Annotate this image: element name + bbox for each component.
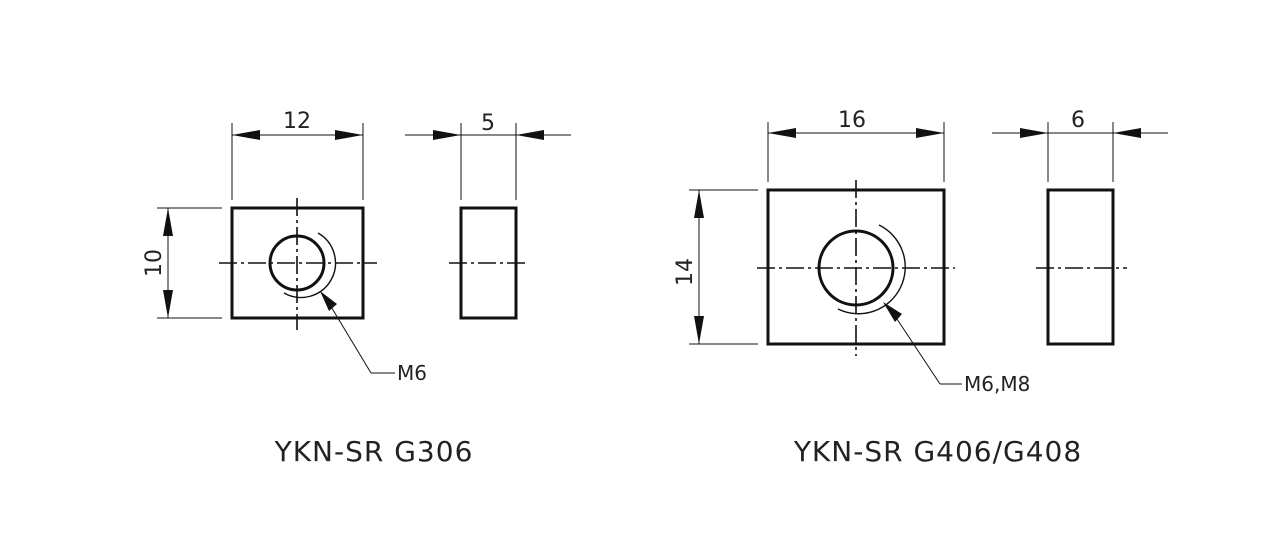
dim-height-label-g406: 14: [673, 258, 698, 286]
model-title-g306: YKN-SR G306: [274, 435, 474, 468]
thread-arc-g306: [283, 232, 337, 299]
dimension-thickness-g306: 5: [405, 111, 571, 200]
dimension-width-g306: 12: [231, 109, 364, 200]
dim-thickness-label-g406: 6: [1071, 108, 1085, 133]
dimension-thickness-g406: 6: [992, 108, 1168, 182]
dim-width-label-g406: 16: [838, 108, 866, 133]
hole-g306: [268, 234, 326, 292]
part-g406-g408: 16 6 14 M6,M8 YKN-SR G406/G408: [673, 108, 1168, 468]
dim-width-label-g306: 12: [283, 109, 311, 134]
dim-thickness-label-g306: 5: [481, 111, 495, 136]
side-view-g406: [1046, 188, 1115, 346]
dim-height-label-g306: 10: [142, 249, 167, 277]
dimension-height-g306: 10: [142, 207, 222, 319]
dimension-width-g406: 16: [767, 108, 945, 182]
callout-thread-g406: M6,M8: [883, 302, 1030, 396]
model-title-g406-g408: YKN-SR G406/G408: [793, 435, 1082, 468]
thread-label-g406: M6,M8: [964, 372, 1030, 396]
thread-arc-g406: [837, 224, 906, 315]
callout-thread-g306: M6: [320, 291, 427, 385]
hole-g406: [817, 229, 895, 307]
dimension-height-g406: 14: [673, 189, 758, 345]
part-g306: 12 5 10 M6 YKN-SR G306: [142, 109, 571, 468]
thread-label-g306: M6: [397, 361, 427, 385]
